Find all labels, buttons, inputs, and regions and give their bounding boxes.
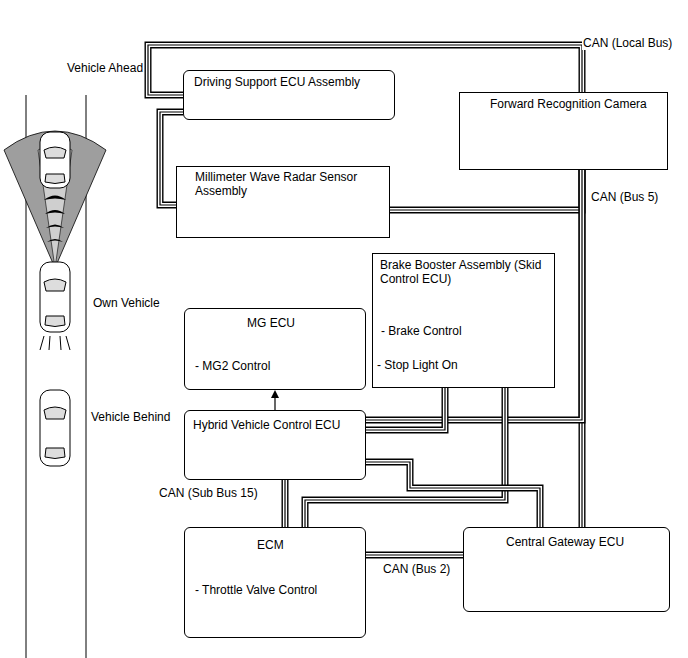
ecu-box: MG ECU - MG2 Control bbox=[184, 308, 366, 390]
box-title: Brake Booster Assembly (Skid Control ECU… bbox=[380, 258, 550, 286]
bus-gap bbox=[390, 170, 582, 210]
bus-gap bbox=[366, 462, 540, 527]
arrow-line bbox=[274, 398, 275, 410]
can-bus-line bbox=[366, 170, 582, 420]
bus-centre bbox=[366, 170, 582, 420]
bus-gap bbox=[283, 480, 287, 527]
bus-gap bbox=[366, 553, 463, 557]
box-title: Central Gateway ECU bbox=[506, 535, 624, 549]
bus-centre bbox=[366, 388, 445, 430]
function-text: - Brake Control bbox=[381, 324, 462, 338]
bus-outer bbox=[282, 480, 289, 527]
bus-centre bbox=[284, 480, 285, 527]
ecu-box: Forward Recognition Camera bbox=[459, 92, 668, 170]
ecu-box: Central Gateway ECU bbox=[463, 527, 670, 612]
box-title: Forward Recognition Camera bbox=[490, 97, 647, 111]
own-car bbox=[40, 262, 70, 350]
scene-label: Vehicle Ahead bbox=[66, 61, 144, 75]
radar-field bbox=[4, 131, 106, 268]
car-ahead bbox=[40, 132, 70, 188]
function-text: - Stop Light On bbox=[377, 358, 458, 372]
can-bus-line bbox=[366, 388, 445, 430]
bus-centre bbox=[366, 462, 540, 527]
bus-outer bbox=[366, 462, 540, 527]
bus-outer bbox=[390, 170, 582, 210]
bus-outer bbox=[366, 552, 463, 559]
can-bus-line bbox=[390, 170, 582, 210]
bus-gap bbox=[366, 388, 445, 430]
can-bus-line bbox=[366, 555, 463, 556]
ecu-box: Hybrid Vehicle Control ECU bbox=[184, 410, 366, 480]
wave-marks bbox=[44, 196, 66, 243]
function-text: - Throttle Valve Control bbox=[195, 583, 317, 597]
car-behind bbox=[40, 390, 70, 466]
box-title: Millimeter Wave Radar Sensor Assembly bbox=[195, 170, 375, 198]
scene-label: Vehicle Behind bbox=[90, 410, 171, 424]
bus-outer bbox=[366, 388, 445, 430]
arrow-head bbox=[271, 390, 279, 398]
bus-label: CAN (Bus 2) bbox=[382, 562, 451, 576]
ecu-box: Millimeter Wave Radar Sensor Assembly bbox=[176, 166, 390, 238]
box-title: ECM bbox=[257, 538, 284, 552]
bus-outer bbox=[366, 170, 582, 420]
scene-label: Own Vehicle bbox=[92, 296, 161, 310]
signal-arrow bbox=[271, 390, 279, 410]
bus-gap bbox=[366, 170, 582, 420]
can-bus-line bbox=[366, 462, 540, 527]
ecu-box: ECM - Throttle Valve Control bbox=[184, 527, 366, 638]
bus-label: CAN (Local Bus) bbox=[582, 36, 673, 50]
bus-centre bbox=[390, 170, 582, 210]
bus-centre bbox=[366, 554, 463, 555]
bus-label: CAN (Bus 5) bbox=[590, 190, 659, 204]
function-text: - MG2 Control bbox=[195, 359, 270, 373]
ecu-box: Brake Booster Assembly (Skid Control ECU… bbox=[372, 253, 555, 388]
ecu-box: Driving Support ECU Assembly bbox=[183, 70, 395, 120]
box-title: Hybrid Vehicle Control ECU bbox=[193, 418, 340, 432]
bus-label: CAN (Sub Bus 15) bbox=[158, 486, 259, 500]
can-bus-line bbox=[285, 480, 286, 527]
box-title: MG ECU bbox=[247, 316, 295, 330]
box-title: Driving Support ECU Assembly bbox=[194, 75, 360, 89]
